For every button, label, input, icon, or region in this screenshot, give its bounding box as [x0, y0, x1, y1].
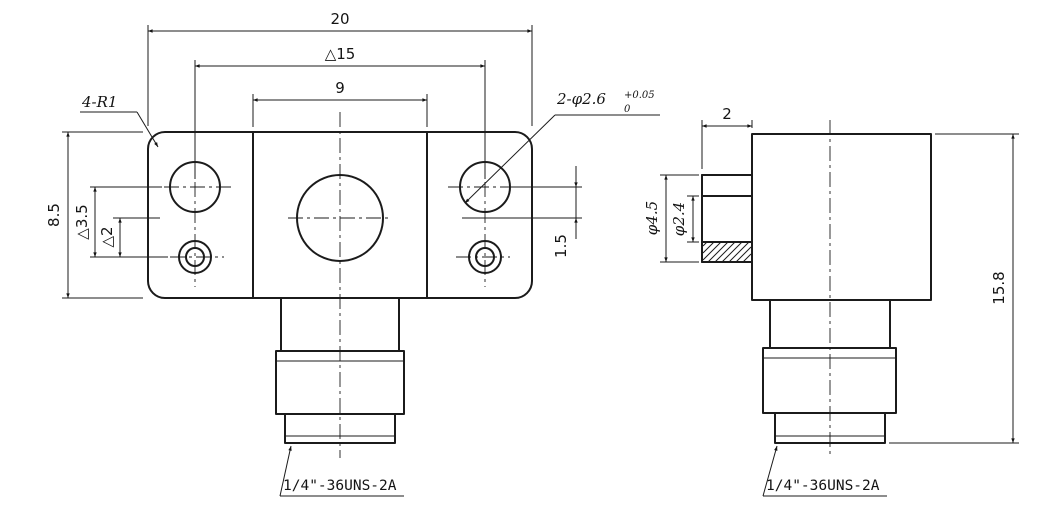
side-dimensions: 2 φ4.5 φ2.4 15.8 — [643, 105, 1019, 444]
dim-outer-diameter: φ4.5 — [643, 201, 661, 235]
dim-hole-pitch: △15 — [325, 45, 356, 63]
side-view: 2 φ4.5 φ2.4 15.8 1/4"-36UNS-2A — [643, 105, 1019, 497]
front-labels: 4-R1 2-φ2.6 +0.05 0 1/4"-36UNS-2A — [80, 90, 660, 497]
thread-leader-front — [279, 445, 292, 497]
thread-leader-side — [762, 445, 778, 497]
hole-callout-leader — [464, 114, 556, 204]
label-hole-tol-lower: 0 — [624, 104, 631, 115]
thread-spec-front: 1/4"-36UNS-2A — [283, 478, 397, 494]
dim-small-hole-offset: △2 — [98, 226, 116, 247]
corner-radius-leader — [136, 111, 159, 148]
front-centerlines — [164, 112, 516, 458]
dim-overall-height: 15.8 — [990, 271, 1008, 304]
dim-flange-height: 8.5 — [45, 203, 63, 227]
label-hole-callout: 2-φ2.6 — [556, 90, 606, 108]
dim-large-hole-offset: 1.5 — [552, 234, 570, 258]
front-view: 20 △15 9 8.5 △3.5 △2 — [45, 10, 660, 497]
label-hole-tol-upper: +0.05 — [624, 90, 655, 101]
dim-row-spacing: △3.5 — [73, 204, 91, 239]
front-dimensions: 20 △15 9 8.5 △3.5 △2 — [45, 10, 582, 299]
section-hatch — [702, 241, 752, 263]
dim-overall-width: 20 — [330, 10, 349, 28]
side-outline — [701, 133, 932, 444]
dim-inner-diameter: φ2.4 — [670, 202, 688, 236]
label-corner-radius: 4-R1 — [81, 93, 117, 111]
thread-spec-side: 1/4"-36UNS-2A — [766, 478, 880, 494]
dim-boss-width: 9 — [335, 79, 345, 97]
side-labels: 1/4"-36UNS-2A — [762, 445, 887, 497]
side-body — [751, 133, 932, 301]
dim-step-width: 2 — [722, 105, 732, 123]
